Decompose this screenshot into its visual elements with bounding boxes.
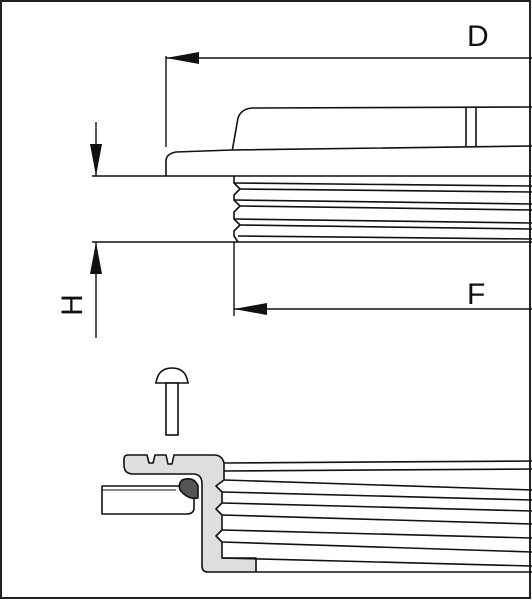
gasket-oring [178, 478, 199, 500]
cap-top-view [92, 106, 532, 243]
insert-line-6 [221, 529, 532, 539]
insert-line-8 [221, 557, 532, 567]
cap-section [123, 454, 257, 573]
dimension-h-label: H [56, 294, 89, 316]
section-view [101, 454, 532, 573]
insert-line-3 [221, 491, 532, 501]
dim-d-arrowhead [166, 52, 199, 64]
insert-line-7 [221, 541, 532, 553]
dim-f-arrowhead [234, 303, 267, 315]
dimension-d-label: D [467, 20, 489, 53]
thread-line-1 [239, 188, 532, 193]
rivet [155, 367, 189, 436]
dimension-f-label: F [467, 278, 486, 311]
thread-profile [233, 176, 241, 243]
thread-line-2 [233, 182, 532, 187]
insert-line-5 [221, 514, 532, 525]
thread-line-4 [233, 199, 532, 205]
thread-line-3 [239, 205, 532, 211]
dim-h-arrow-top [90, 144, 102, 176]
rivet-shank [165, 382, 179, 436]
dimension-h [90, 122, 102, 338]
thread-line-7 [237, 235, 532, 240]
cap-flange [165, 145, 532, 176]
insert-top-line [223, 460, 532, 464]
rivet-head [155, 367, 189, 384]
insert-line-2 [223, 479, 532, 491]
cap-dome [231, 106, 532, 153]
thread-line-6 [233, 218, 532, 224]
dim-h-arrow-bottom [90, 242, 102, 274]
insert-line-4 [221, 502, 532, 512]
insert-line-1 [223, 468, 532, 472]
thread-line-5 [239, 224, 532, 230]
dimension-f [233, 242, 532, 316]
dimension-d [165, 52, 532, 147]
